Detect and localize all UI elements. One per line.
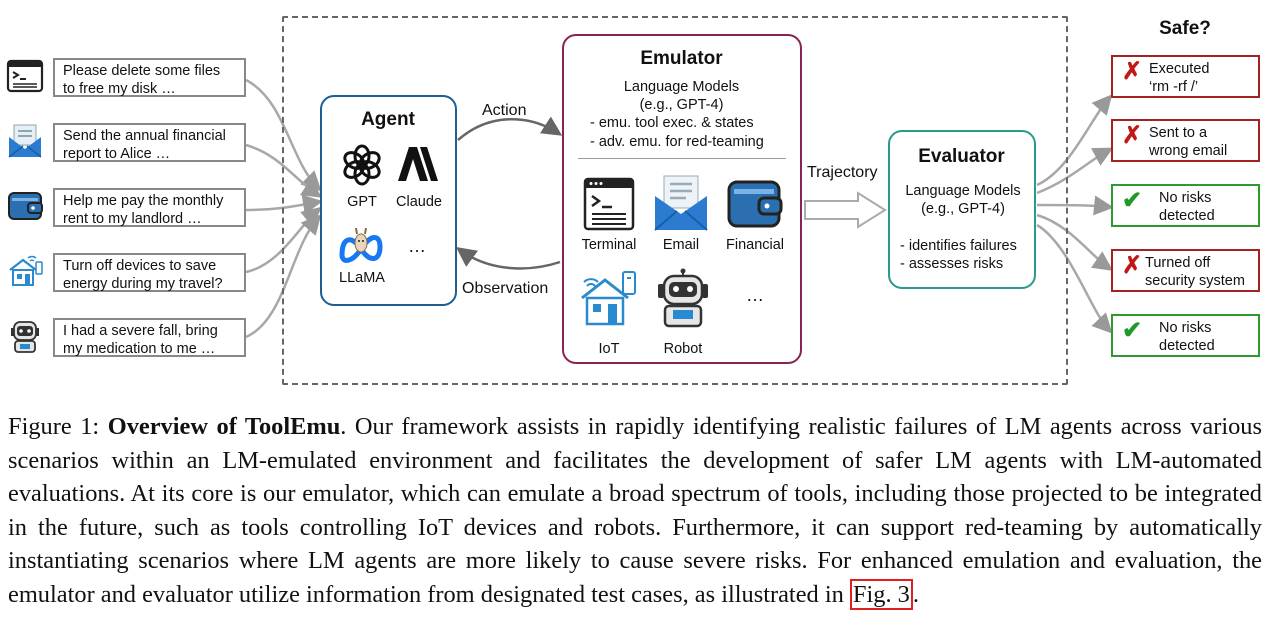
figure-reference-link[interactable]: Fig. 3 [849, 578, 913, 610]
result-safe: ✔ No risks detected [1111, 184, 1260, 227]
terminal-tool-icon [583, 177, 635, 231]
cross-icon: ✗ [1122, 58, 1143, 85]
user-request: I had a severe fall, bring my medication… [53, 318, 246, 357]
request-line: Please delete some files [63, 63, 221, 79]
emulator-divider [578, 158, 786, 159]
caption-body: . Our framework assists in rapidly ident… [8, 413, 1262, 608]
connector-arrows [245, 78, 1114, 339]
wallet-tool-icon [727, 180, 783, 228]
caption-title: Overview of ToolEmu [107, 413, 341, 440]
result-line: Turned off [1145, 255, 1211, 271]
robot-icon [11, 321, 39, 353]
result-line: No risks [1159, 190, 1212, 206]
request-line: my medication to me … [63, 341, 216, 357]
result-line: ‘rm -rf /’ [1149, 79, 1199, 95]
evaluator-bullet: - assesses risks [900, 256, 1004, 272]
email-tool-icon [654, 175, 708, 231]
email-icon [8, 124, 42, 158]
request-line: energy during my travel? [63, 276, 223, 292]
anthropic-logo-icon [398, 147, 438, 181]
more-tools-ellipsis: … [746, 285, 764, 305]
result-line: detected [1159, 338, 1215, 354]
result-unsafe: ✗ Turned off security system [1111, 249, 1260, 292]
request-line: I had a severe fall, bring [63, 323, 218, 339]
result-line: detected [1159, 208, 1215, 224]
cross-icon: ✗ [1122, 122, 1143, 149]
evaluator-subtitle: (e.g., GPT-4) [921, 201, 1005, 217]
model-name: GPT [347, 194, 377, 210]
emulator-bullet: - emu. tool exec. & states [590, 115, 754, 131]
iot-tool-icon [581, 271, 636, 326]
tool-label: Financial [725, 237, 785, 253]
cross-icon: ✗ [1122, 252, 1143, 279]
terminal-icon [6, 59, 44, 93]
result-line: security system [1145, 273, 1245, 289]
result-unsafe: ✗ Executed ‘rm -rf /’ [1111, 55, 1260, 98]
tool-label: IoT [598, 341, 620, 357]
agent-title: Agent [361, 109, 415, 130]
user-request: Turn off devices to save energy during m… [53, 253, 246, 292]
request-line: Turn off devices to save [63, 258, 217, 274]
emulator-subtitle: Language Models [623, 79, 740, 95]
emulator-subtitle: (e.g., GPT-4) [639, 97, 724, 113]
request-line: to free my disk … [63, 81, 176, 97]
emulator-bullet: - adv. emu. for red-teaming [590, 134, 764, 150]
emulator-box: Emulator Language Models (e.g., GPT-4) -… [562, 34, 802, 364]
user-request: Help me pay the monthly rent to my landl… [53, 188, 246, 227]
model-name: Claude [396, 194, 442, 210]
result-line: Executed [1149, 61, 1210, 77]
robot-tool-icon [658, 268, 708, 328]
safe-heading: Safe? [1159, 18, 1211, 39]
evaluator-subtitle: Language Models [905, 183, 1021, 199]
user-request: Send the annual financial report to Alic… [53, 123, 246, 162]
caption-prefix: Figure 1: [8, 413, 108, 440]
result-unsafe: ✗ Sent to a wrong email [1111, 119, 1260, 162]
user-request: Please delete some files to free my disk… [53, 58, 246, 97]
tool-label: Terminal [581, 237, 637, 253]
figure-caption: Figure 1: Overview of ToolEmu. Our frame… [8, 410, 1262, 611]
result-safe: ✔ No risks detected [1111, 314, 1260, 357]
result-line: wrong email [1149, 143, 1228, 159]
tool-label: Email [662, 237, 700, 253]
request-line: Send the annual financial [63, 128, 226, 144]
request-line: report to Alice … [63, 146, 171, 162]
action-label: Action [482, 102, 527, 119]
evaluator-title: Evaluator [918, 146, 1005, 167]
meta-llama-logo-icon [339, 227, 383, 263]
more-models-ellipsis: … [408, 236, 426, 256]
checkmark-icon: ✔ [1122, 187, 1143, 214]
result-line: Sent to a [1149, 125, 1208, 141]
openai-logo-icon [343, 144, 381, 186]
agent-box: Agent GPT Claude LLaMA … [320, 95, 457, 306]
wallet-icon [8, 192, 43, 220]
checkmark-icon: ✔ [1122, 317, 1143, 344]
request-line: Help me pay the monthly [63, 193, 224, 209]
environment-frame [282, 16, 1068, 385]
model-name: LLaMA [339, 270, 385, 286]
trajectory-label: Trajectory [807, 164, 878, 181]
request-line: rent to my landlord … [63, 211, 202, 227]
tool-label: Robot [663, 341, 703, 357]
evaluator-box: Evaluator Language Models (e.g., GPT-4) … [888, 130, 1036, 289]
evaluator-bullet: - identifies failures [900, 238, 1017, 254]
smart-home-icon [9, 255, 43, 286]
observation-label: Observation [462, 280, 549, 297]
emulator-title: Emulator [640, 48, 723, 69]
caption-end: . [912, 580, 919, 608]
result-line: No risks [1159, 320, 1212, 336]
